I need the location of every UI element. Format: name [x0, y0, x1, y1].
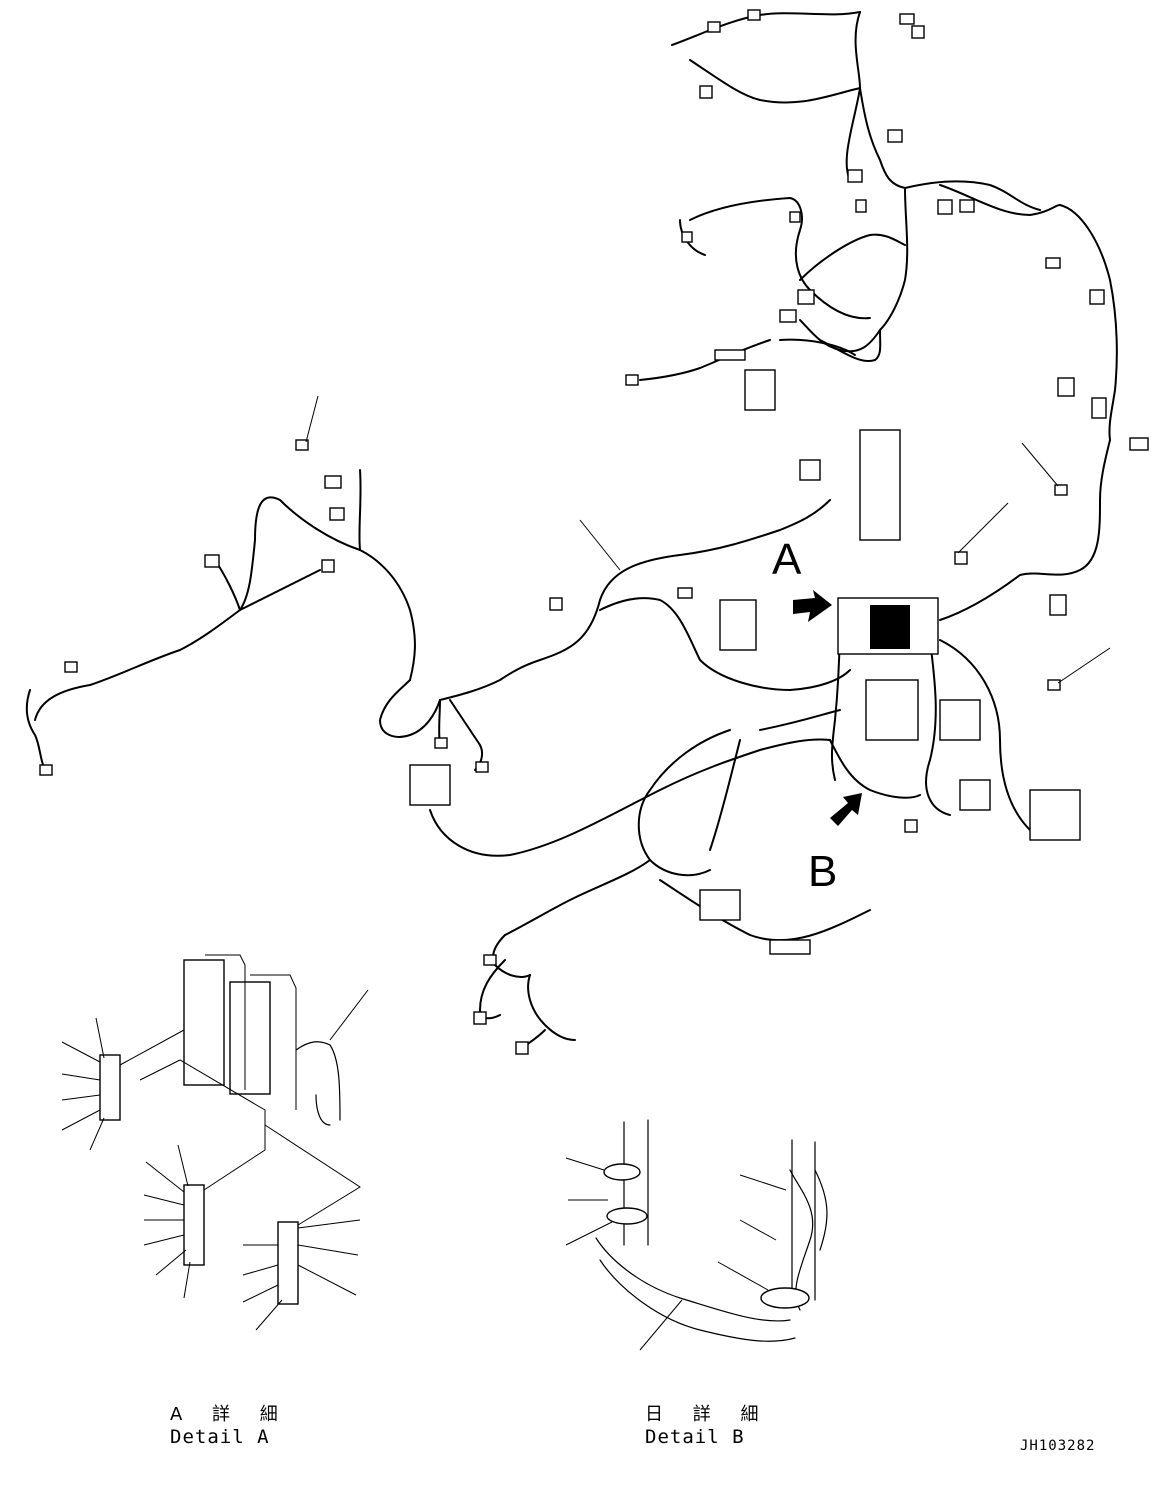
- detail-a: [61, 954, 361, 1331]
- upper-harness: [639, 11, 1118, 441]
- left-connectors: [39, 439, 489, 776]
- central-block: [409, 369, 1081, 841]
- callout-b-label: B: [808, 847, 838, 896]
- upper-connectors: [625, 9, 1149, 451]
- detail-a-title-jp: A 詳 細: [170, 1404, 290, 1425]
- leader-lines: [305, 395, 1111, 1041]
- detail-b: [565, 1119, 828, 1351]
- left-harness: [25, 469, 541, 771]
- drawing-code: JH103282: [1020, 1438, 1096, 1454]
- detail-b-title-en: Detail B: [645, 1426, 745, 1448]
- detail-b-title-jp: 日 詳 細: [645, 1404, 771, 1425]
- detail-a-title-en: Detail A: [170, 1426, 270, 1448]
- lower-harness: [479, 934, 576, 1051]
- main-trunk: [429, 439, 1111, 942]
- callout-arrows: [793, 590, 862, 826]
- callout-a-label: A: [772, 535, 802, 584]
- lower-connectors: [473, 889, 811, 1055]
